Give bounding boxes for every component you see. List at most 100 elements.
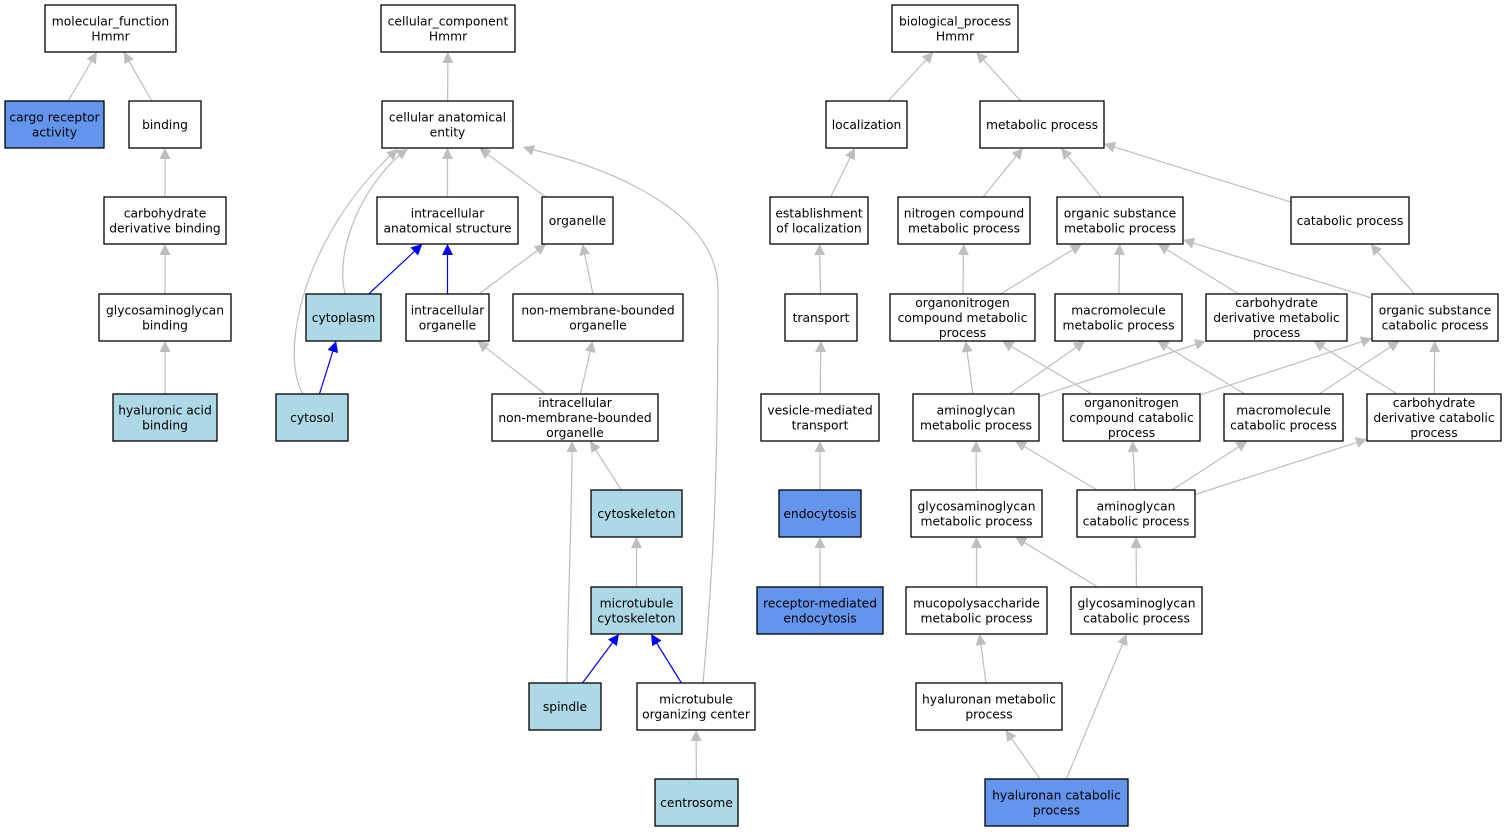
- edge-aminoglycan_cat-to-macromol_cat-line: [1171, 445, 1240, 491]
- node-box: [889, 293, 1036, 342]
- node-endocytosis: endocytosis: [778, 489, 862, 538]
- node-label: of localization: [776, 222, 861, 236]
- node-label: metabolic process: [908, 222, 1020, 236]
- edge-mtoc-to-cae: [523, 145, 719, 684]
- node-label: process: [939, 326, 986, 340]
- node-box: [636, 682, 756, 731]
- node-box: [44, 4, 177, 53]
- edge-carb_deriv_binding-to-binding-arrowhead: [159, 148, 171, 159]
- node-label: glycosaminoglycan: [1077, 597, 1195, 611]
- edge-cytosol-to-cae: [293, 149, 398, 395]
- edge-ias-to-cae: [442, 148, 453, 197]
- edge-cargo_receptor-to-mf_root-line: [67, 60, 93, 102]
- edge-cytoskeleton-to-inmbo: [590, 441, 622, 491]
- node-inmbo: intracellularnon-membrane-boundedorganel…: [491, 393, 659, 442]
- node-box: [98, 293, 232, 342]
- node-label: cargo receptor: [9, 111, 100, 125]
- node-label: process: [1410, 426, 1457, 440]
- edge-metabolic-to-bp_root-line: [982, 59, 1022, 102]
- edge-organelle-to-cae-arrowhead: [479, 148, 492, 159]
- edge-carb_deriv_cat-to-carb_deriv_met: [1313, 341, 1398, 395]
- edge-nitrogen-to-metabolic-arrowhead: [1011, 148, 1023, 161]
- node-label: catabolic process: [1230, 419, 1337, 433]
- edge-aminoglycan_cat-to-organonitrogen_cat: [1127, 441, 1139, 491]
- node-localization: localization: [825, 100, 908, 149]
- edge-endocytosis-to-vesicle-arrowhead: [814, 441, 826, 452]
- edge-intra_org-to-organelle-line: [478, 249, 539, 295]
- edge-hyaluronan_met-to-mucopoly-arrowhead: [975, 634, 987, 646]
- edge-intra_org-to-ias-arrowhead: [442, 244, 453, 255]
- edge-centrosome-to-mtoc: [690, 730, 702, 780]
- edge-hyaluronan_cat-to-gag_cat-arrowhead: [1117, 634, 1128, 647]
- edge-mtoc-to-cae-line: [525, 147, 719, 684]
- edge-organic_sub-to-metabolic-arrowhead: [1061, 148, 1073, 161]
- node-label: metabolic process: [921, 612, 1033, 626]
- edge-ias-to-cae-arrowhead: [442, 148, 453, 159]
- edges-layer: [67, 52, 1441, 780]
- edge-spindle-to-inmbo-arrowhead: [566, 441, 578, 452]
- node-label: localization: [832, 118, 902, 132]
- node-box: [128, 100, 202, 149]
- node-label: organelle: [569, 319, 626, 333]
- node-label: cellular_component: [388, 15, 509, 29]
- edge-macromol_cat-to-macromol_met-line: [1165, 345, 1246, 395]
- edge-gag_binding-to-carb_deriv_binding-arrowhead: [159, 244, 171, 255]
- node-label: binding: [142, 118, 188, 132]
- node-label: endocytosis: [783, 612, 856, 626]
- edge-cae-to-cc_root-arrowhead: [442, 52, 454, 64]
- node-label: macromolecule: [1236, 404, 1331, 418]
- edge-carb_deriv_cat-to-carb_deriv_met-arrowhead: [1313, 341, 1326, 352]
- node-box: [541, 196, 614, 245]
- edge-aminoglycan_cat-to-carb_deriv_cat-arrowhead: [1354, 437, 1367, 448]
- node-label: cytoskeleton: [597, 507, 675, 521]
- node-label: organelle: [419, 319, 476, 333]
- node-catabolic: catabolic process: [1290, 196, 1410, 245]
- node-label: transport: [792, 419, 849, 433]
- edge-cytosol-to-cytoplasm: [318, 341, 339, 395]
- node-label: process: [1033, 804, 1080, 818]
- node-label: catabolic process: [1083, 612, 1190, 626]
- edge-intra_org-to-ias: [442, 244, 453, 294]
- edge-organonitrogen_cat-to-organonitrogen_met-line: [1010, 345, 1093, 395]
- node-box: [891, 4, 1019, 53]
- node-box: [912, 393, 1040, 442]
- edge-aminoglycan_cat-to-organonitrogen_cat-arrowhead: [1127, 441, 1139, 453]
- node-label: carbohydrate: [124, 207, 207, 221]
- edge-spindle-to-mt_cytoskeleton-arrowhead: [608, 634, 619, 647]
- edge-mtoc-to-cae-arrowhead: [523, 145, 536, 156]
- edge-localization-to-bp_root-arrowhead: [921, 52, 934, 64]
- edge-gag_cat-to-aminoglycan_cat-arrowhead: [1130, 537, 1142, 549]
- edge-transport-to-est_loc-arrowhead: [814, 244, 826, 256]
- edge-aminoglycan_met-to-carb_deriv_met-line: [1038, 343, 1197, 398]
- node-box: [380, 4, 516, 53]
- node-label: anatomical structure: [383, 222, 511, 236]
- edge-cytosol-to-cae-line: [293, 150, 396, 395]
- edge-cytoplasm-to-ias-line: [368, 250, 416, 295]
- edge-inmbo-to-nmbo: [579, 341, 596, 395]
- edge-intra_org-to-organelle: [478, 244, 547, 295]
- node-box: [825, 100, 908, 149]
- edge-hyaluronan_met-to-mucopoly: [975, 634, 987, 684]
- node-box: [897, 196, 1031, 245]
- edge-carb_deriv_cat-to-carb_deriv_met-line: [1321, 345, 1398, 395]
- node-label: entity: [430, 126, 466, 140]
- edge-aminoglycan_cat-to-macromol_cat: [1171, 441, 1248, 491]
- edge-aminoglycan_cat-to-aminoglycan_met-line: [1023, 445, 1098, 491]
- edge-inmbo-to-nmbo-line: [579, 350, 591, 395]
- node-label: derivative metabolic: [1213, 311, 1339, 325]
- edge-carb_deriv_met-to-organic_sub: [1157, 244, 1239, 295]
- edge-organonitrogen_cat-to-org_sub_cat: [1199, 336, 1372, 396]
- edge-organelle-to-cae: [479, 148, 547, 198]
